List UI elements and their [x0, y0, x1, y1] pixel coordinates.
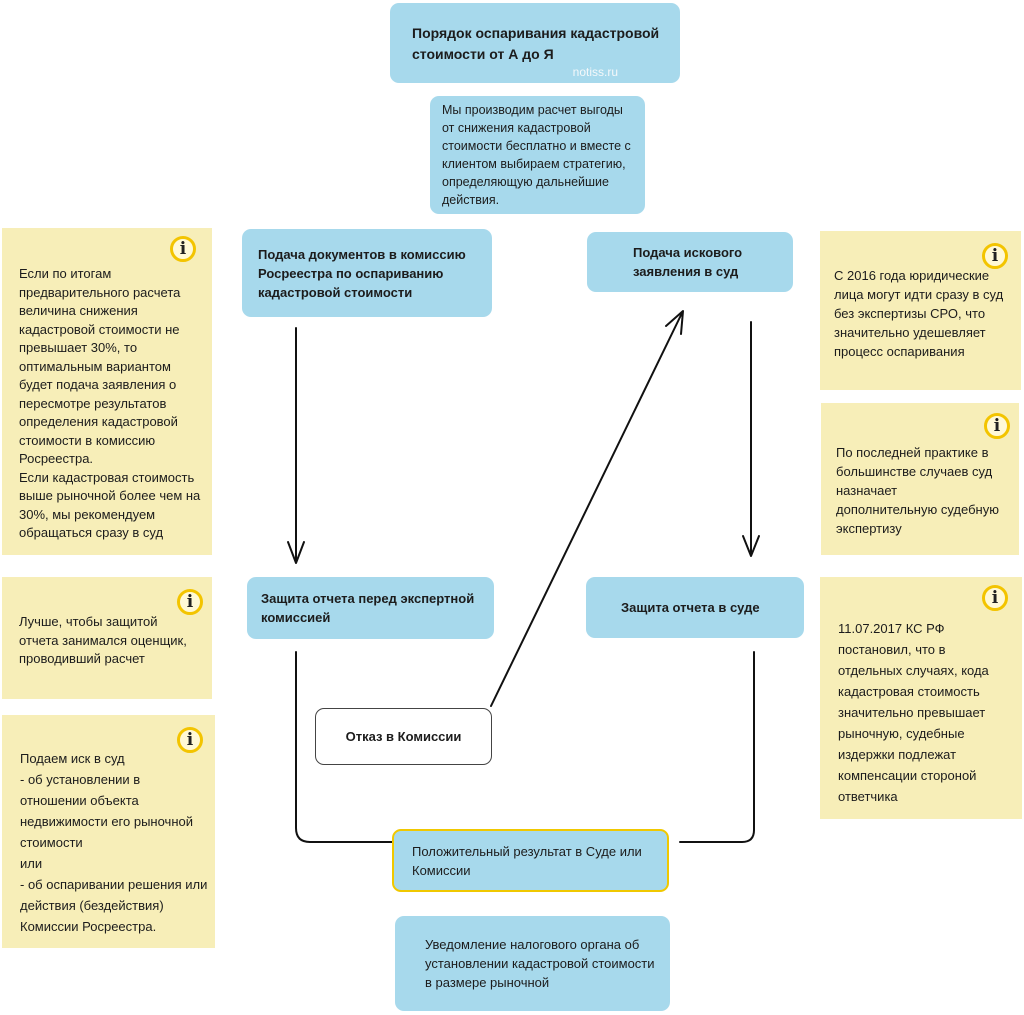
note-right-1: i С 2016 года юридические лица могут идт…: [820, 231, 1021, 390]
note-left-3-text: Подаем иск в суд - об установлении в отн…: [20, 748, 210, 937]
arrow-court-filing-to-defense: [742, 321, 760, 557]
info-icon: i: [177, 727, 203, 753]
note-right-2: i По последней практике в большинстве сл…: [821, 403, 1019, 555]
note-right-3: i 11.07.2017 КС РФ постановил, что в отд…: [820, 577, 1022, 819]
note-left-3: i Подаем иск в суд - об установлении в о…: [2, 715, 215, 948]
info-icon: i: [170, 236, 196, 262]
note-left-1-text: Если по итогам предварительного расчета …: [19, 265, 204, 543]
title-text: Порядок оспаривания кадастровой стоимост…: [412, 25, 660, 62]
note-left-2-text: Лучше, чтобы защитой отчета занимался оц…: [19, 613, 194, 669]
note-right-2-paragraph: По последней практике в большинстве случ…: [836, 445, 999, 536]
arrow-commission-filing-to-defense: [287, 327, 305, 564]
info-icon: i: [177, 589, 203, 615]
step-commission-defense: Защита отчета перед экспертной комиссией: [247, 577, 494, 639]
note-left-3-paragraph: - об оспаривании решения или действия (б…: [20, 877, 208, 934]
note-left-1-paragraph: Если кадастровая стоимость выше рыночной…: [19, 469, 201, 541]
line-court-defense-to-result: [679, 651, 755, 843]
info-icon: i: [984, 413, 1010, 439]
info-icon: i: [982, 243, 1008, 269]
step-commission-refusal-text: Отказ в Комиссии: [345, 729, 462, 744]
note-left-1: i Если по итогам предварительного расчет…: [2, 228, 212, 555]
info-icon: i: [982, 585, 1008, 611]
note-right-3-paragraph: 11.07.2017 КС РФ постановил, что в отдел…: [838, 621, 989, 804]
note-right-2-text: По последней практике в большинстве случ…: [836, 443, 1001, 538]
intro-text: Мы производим расчет выгоды от снижения …: [442, 103, 631, 207]
note-left-2-paragraph: Лучше, чтобы защитой отчета занимался оц…: [19, 614, 187, 666]
step-tax-notice: Уведомление налогового органа об установ…: [395, 916, 670, 1011]
note-right-1-paragraph: С 2016 года юридические лица могут идти …: [834, 268, 1004, 359]
step-tax-notice-text: Уведомление налогового органа об установ…: [425, 937, 655, 990]
step-court-filing-text: Подача искового заявления в суд: [633, 245, 743, 279]
step-commission-filing: Подача документов в комиссию Росреестра …: [242, 229, 492, 317]
step-court-defense: Защита отчета в суде: [586, 577, 804, 638]
note-left-3-paragraph: Подаем иск в суд: [20, 751, 125, 766]
note-left-1-paragraph: Если по итогам предварительного расчета …: [19, 266, 181, 466]
step-commission-filing-text: Подача документов в комиссию Росреестра …: [258, 246, 466, 300]
step-court-filing: Подача искового заявления в суд: [587, 232, 793, 292]
step-positive-result: Положительный результат в Суде или Комис…: [392, 829, 669, 892]
watermark: notiss.ru: [572, 65, 618, 79]
step-court-defense-text: Защита отчета в суде: [621, 600, 760, 615]
note-right-3-text: 11.07.2017 КС РФ постановил, что в отдел…: [838, 618, 1006, 807]
step-commission-refusal: Отказ в Комиссии: [315, 708, 492, 765]
note-left-3-paragraph: - об установлении в отношении объекта не…: [20, 772, 193, 850]
step-commission-defense-text: Защита отчета перед экспертной комиссией: [261, 591, 475, 625]
intro-box: Мы производим расчет выгоды от снижения …: [430, 96, 645, 214]
note-left-3-paragraph: или: [20, 856, 43, 871]
note-right-1-text: С 2016 года юридические лица могут идти …: [834, 266, 1014, 361]
step-positive-result-text: Положительный результат в Суде или Комис…: [412, 843, 642, 878]
note-left-2: i Лучше, чтобы защитой отчета занимался …: [2, 577, 212, 699]
arrow-refusal-to-court-filing: [490, 310, 684, 707]
diagram-title: Порядок оспаривания кадастровой стоимост…: [390, 3, 680, 83]
